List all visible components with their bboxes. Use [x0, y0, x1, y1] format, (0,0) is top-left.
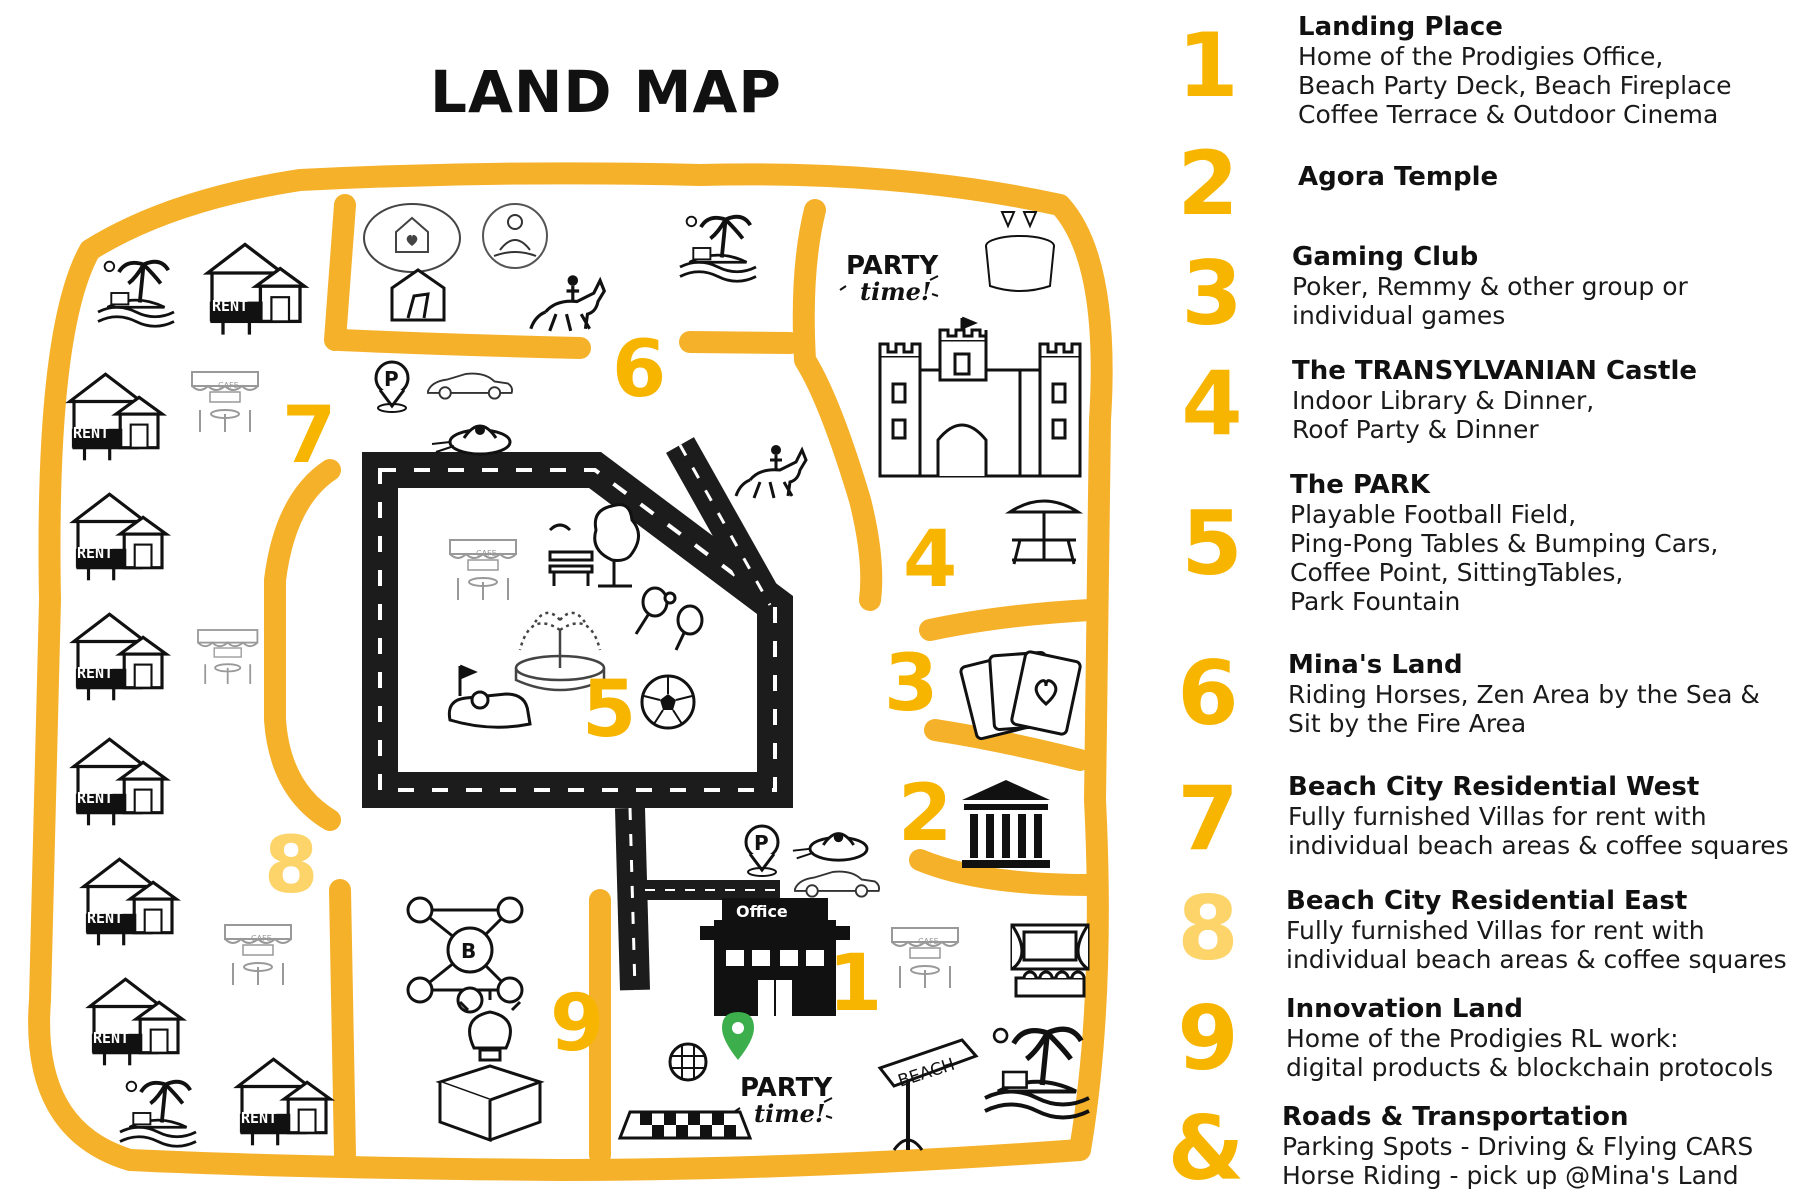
picnic-table-icon [1004, 499, 1084, 565]
blockchain-network-icon: B [406, 896, 524, 1014]
dinner-table-icon [985, 211, 1055, 292]
castle-icon [878, 316, 1082, 478]
meditation-icon [482, 203, 548, 269]
fountain-icon [514, 611, 606, 692]
bumper-car-icon [447, 664, 532, 729]
cafe-sign: CAFE [218, 381, 239, 390]
rent-sign: RENT [77, 789, 113, 807]
zone-number-9: 9 [550, 979, 604, 1069]
rent-sign: RENT [73, 424, 109, 442]
rent-sign: RENT [77, 544, 113, 562]
rent-sign: RENT [77, 664, 113, 682]
zone-number-4: 4 [903, 515, 957, 605]
svg-text:B: B [461, 939, 476, 963]
tree-icon [593, 503, 640, 588]
location-pin-icon [722, 1012, 754, 1060]
cinema-icon [1010, 923, 1090, 998]
temple-icon [962, 780, 1050, 868]
cafe-sign: CAFE [476, 549, 497, 558]
rent-sign: RENT [241, 1109, 277, 1127]
cafe-sign: CAFE [251, 934, 272, 943]
zone-number-6: 6 [612, 325, 666, 415]
idea-box-icon [435, 990, 545, 1143]
office-building-icon: Office [700, 898, 850, 1016]
rent-sign: RENT [93, 1029, 129, 1047]
beach-signpost-icon: BEACH [877, 1038, 979, 1151]
soccer-ball-icon [640, 674, 696, 730]
zone-number-3: 3 [884, 639, 938, 729]
bench-icon [548, 523, 594, 586]
heart-house-thought-icon [363, 203, 461, 322]
rent-sign: RENT [87, 909, 123, 927]
zone-number-5: 5 [582, 665, 636, 755]
cafe-sign: CAFE [918, 937, 939, 946]
playing-cards-icon [959, 650, 1082, 741]
disco-ball-icon [617, 1042, 753, 1140]
zone-number-7: 7 [282, 391, 336, 481]
zone-number-1: 1 [828, 939, 882, 1029]
zone-number-8: 8 [264, 821, 318, 911]
zone-boundaries [28, 162, 1113, 1181]
road-network [362, 437, 793, 991]
map-title: LAND MAP [430, 58, 782, 126]
rent-sign: RENT [212, 297, 248, 315]
zone-number-2: 2 [898, 769, 952, 859]
ping-pong-icon [634, 586, 704, 651]
office-sign: Office [736, 902, 788, 921]
